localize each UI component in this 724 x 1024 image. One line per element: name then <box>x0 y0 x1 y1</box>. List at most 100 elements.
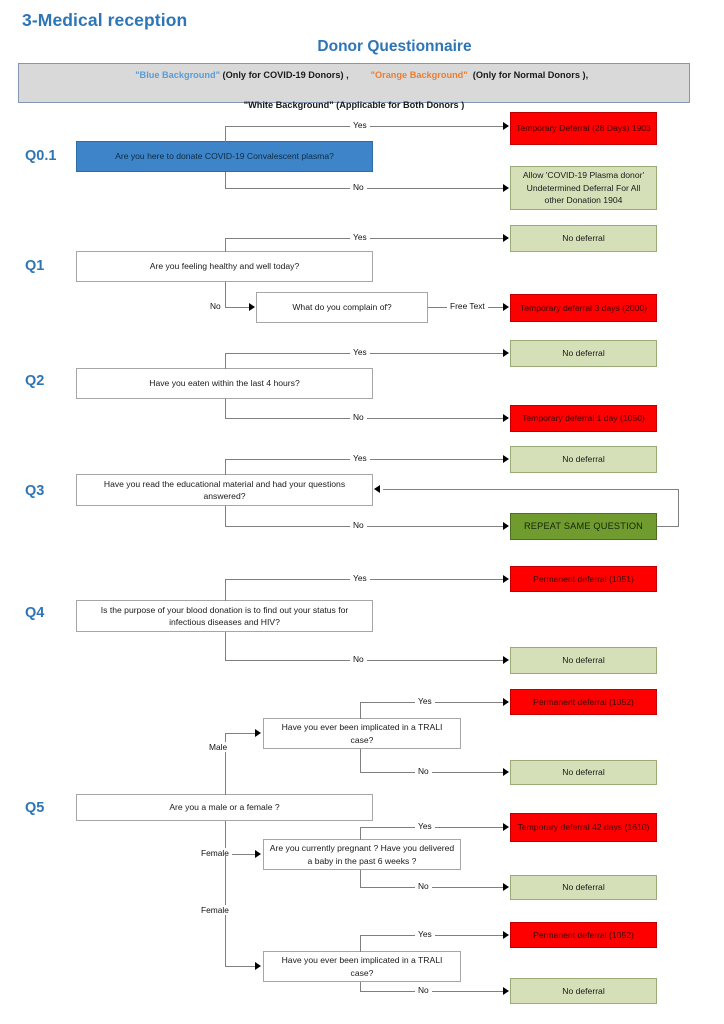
connector-q3-no-vert <box>225 506 226 526</box>
outcome-q5-female1-yes: Temporary deferral 42 days (1610) <box>510 813 657 842</box>
branch-node-q5-female-trali[interactable]: Have you ever been implicated in a TRALI… <box>263 951 461 982</box>
edge-label-q1-yes: Yes <box>350 232 370 242</box>
edge-label-q5-male-no: No <box>415 766 432 776</box>
connector-q4-no-vert <box>225 632 226 660</box>
edge-label-q5-female2-yes: Yes <box>415 929 435 939</box>
arrow-q3-loop <box>374 485 380 493</box>
legend-orange-label: "Orange Background" <box>370 69 468 80</box>
connector-q1-yes-vert <box>225 238 226 252</box>
edge-label-q2-yes: Yes <box>350 347 370 357</box>
question-node-q2[interactable]: Have you eaten within the last 4 hours? <box>76 368 373 399</box>
arrow-q2-no <box>503 414 509 422</box>
arrow-q5-male-yes <box>503 698 509 706</box>
legend-box: "Blue Background" (Only for COVID-19 Don… <box>18 63 690 110</box>
connector-q5-female1-no-vert <box>360 870 361 887</box>
arrow-q4-no <box>503 656 509 664</box>
question-node-q01[interactable]: Are you here to donate COVID-19 Convales… <box>76 141 373 172</box>
edge-label-q4-no: No <box>350 654 367 664</box>
connector-q5-male-no-vert <box>360 749 361 772</box>
arrow-q4-yes <box>503 575 509 583</box>
connector-q3-loop-vert <box>678 489 679 527</box>
connector-q1-no-vert <box>225 282 226 307</box>
arrow-q3-no <box>503 522 509 530</box>
outcome-q5-female2-no: No deferral <box>510 978 657 1004</box>
question-label-q3: Q3 <box>25 483 45 499</box>
arrow-q5-female1-no <box>503 883 509 891</box>
arrow-q3-yes <box>503 455 509 463</box>
connector-q5-female1-vert <box>225 821 226 854</box>
legend-blue-label: "Blue Background" <box>135 69 220 80</box>
question-label-q2: Q2 <box>25 373 45 389</box>
outcome-q3-no: REPEAT SAME QUESTION <box>510 513 657 540</box>
branch-node-q5-male-trali[interactable]: Have you ever been implicated in a TRALI… <box>263 718 461 749</box>
legend-white-line: "White Background" (Applicable for Both … <box>243 100 465 111</box>
outcome-q4-yes: Permanent deferral (1051) <box>510 566 657 592</box>
connector-q5-female2-horz <box>225 966 257 967</box>
connector-q2-no-vert <box>225 399 226 418</box>
legend-orange-note: (Only for Normal Donors ), <box>467 69 589 80</box>
connector-q3-loop-top <box>383 489 679 490</box>
arrow-q5-male <box>255 729 261 737</box>
outcome-q1-followup: Temporary deferral 3 days (2000) <box>510 294 657 322</box>
question-node-q1[interactable]: Are you feeling healthy and well today? <box>76 251 373 282</box>
question-label-q4: Q4 <box>25 605 45 621</box>
edge-label-q1-no: No <box>207 301 224 311</box>
edge-label-q01-yes: Yes <box>350 120 370 130</box>
edge-label-q5-female2-no: No <box>415 985 432 995</box>
question-label-q01: Q0.1 <box>25 148 57 164</box>
outcome-q5-male-no: No deferral <box>510 760 657 785</box>
outcome-q2-yes: No deferral <box>510 340 657 367</box>
edge-label-q5-female1-yes: Yes <box>415 821 435 831</box>
connector-q5-male-vert <box>225 733 226 795</box>
arrow-q5-female1-yes <box>503 823 509 831</box>
connector-q01-no-vert <box>225 172 226 188</box>
arrow-q2-yes <box>503 349 509 357</box>
edge-label-q5-female2: Female <box>198 905 232 915</box>
document-title: Donor Questionnaire <box>317 38 472 55</box>
arrow-q5-female1 <box>255 850 261 858</box>
arrow-q5-female2-no <box>503 987 509 995</box>
connector-q2-yes-vert <box>225 353 226 369</box>
arrow-q01-no <box>503 184 509 192</box>
outcome-q3-yes: No deferral <box>510 446 657 473</box>
connector-q5-male-horz <box>225 733 257 734</box>
edge-label-q2-no: No <box>350 412 367 422</box>
arrow-q5-male-no <box>503 768 509 776</box>
edge-label-q5-male: Male <box>206 742 231 752</box>
arrow-q1-yes <box>503 234 509 242</box>
connector-q5-female1-no-horz <box>360 887 506 888</box>
connector-q3-yes-vert <box>225 459 226 475</box>
connector-q5-female2-no-horz <box>360 991 506 992</box>
question-node-q3[interactable]: Have you read the educational material a… <box>76 474 373 506</box>
question-node-q5[interactable]: Are you a male or a female ? <box>76 794 373 821</box>
edge-label-q3-yes: Yes <box>350 453 370 463</box>
arrow-q5-female2-yes <box>503 931 509 939</box>
edge-label-q01-no: No <box>350 182 367 192</box>
edge-label-q3-no: No <box>350 520 367 530</box>
branch-node-q5-pregnancy[interactable]: Are you currently pregnant ? Have you de… <box>263 839 461 870</box>
outcome-q01-no: Allow 'COVID-19 Plasma donor' Undetermin… <box>510 166 657 210</box>
connector-q5-male-yes-vert <box>360 702 361 719</box>
question-label-q5: Q5 <box>25 800 45 816</box>
outcome-q01-yes: Temporary Deferral (28 Days) 1903 <box>510 112 657 145</box>
outcome-q5-female2-yes: Permanent deferral (1052) <box>510 922 657 948</box>
arrow-q1-no <box>249 303 255 311</box>
edge-label-q5-female1: Female <box>198 848 232 858</box>
connector-q5-female2-yes-vert <box>360 935 361 952</box>
followup-node-q1[interactable]: What do you complain of? <box>256 292 428 323</box>
edge-label-q5-male-yes: Yes <box>415 696 435 706</box>
edge-label-q1-free-text: Free Text <box>447 301 488 311</box>
edge-label-q5-female1-no: No <box>415 881 432 891</box>
connector-q3-loop-right <box>657 526 679 527</box>
connector-q1-no-horz <box>225 307 253 308</box>
outcome-q5-female1-no: No deferral <box>510 875 657 900</box>
legend-blue-note: (Only for COVID-19 Donors) , <box>219 69 349 80</box>
arrow-q5-female2 <box>255 962 261 970</box>
connector-q5-female1-yes-vert <box>360 827 361 840</box>
outcome-q4-no: No deferral <box>510 647 657 674</box>
connector-q4-yes-vert <box>225 579 226 601</box>
question-node-q4[interactable]: Is the purpose of your blood donation is… <box>76 600 373 632</box>
arrow-q1-followup <box>503 303 509 311</box>
connector-q5-female1-horz <box>225 854 257 855</box>
